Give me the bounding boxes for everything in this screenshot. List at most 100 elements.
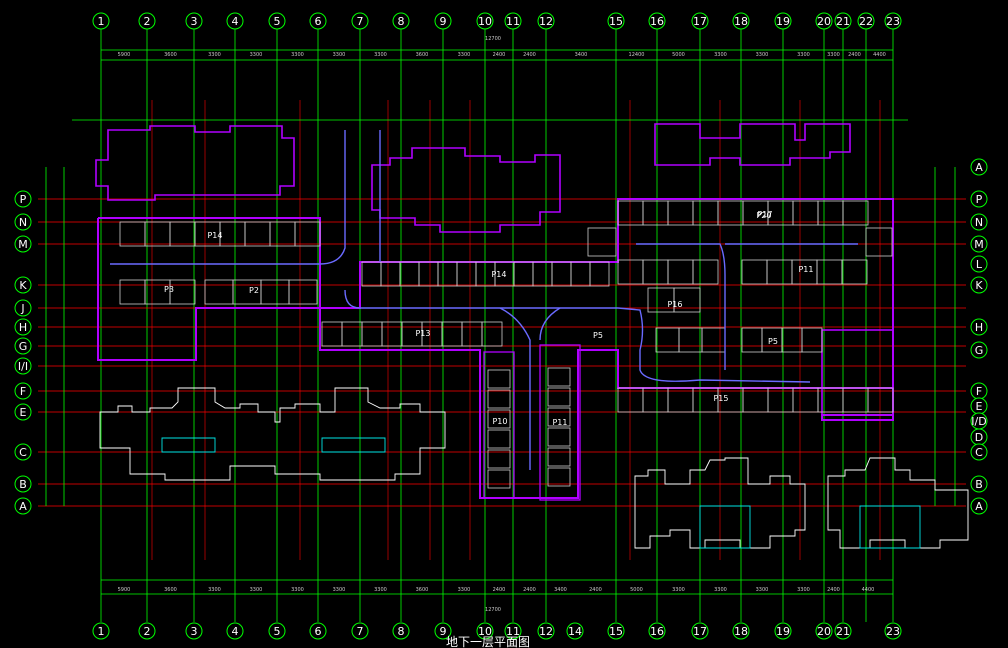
axis-bubble-circle [732, 12, 750, 30]
axis-bubble-label: C [19, 446, 27, 459]
axis-bubble-label: P [20, 193, 27, 206]
axis-bubble-label: 12 [539, 625, 553, 638]
column-axis-bubble: 1 [92, 622, 110, 640]
axis-bubble-circle [14, 276, 32, 294]
axis-bubble-circle [504, 12, 522, 30]
driveway-route [636, 243, 858, 370]
axis-bubble-circle [14, 443, 32, 461]
driveway-route [344, 289, 618, 309]
axis-bubble-circle [14, 357, 32, 375]
axis-bubble-circle [970, 255, 988, 273]
dimension-text-bottom: 2400 [523, 587, 536, 593]
axis-bubble-label: 11 [506, 625, 520, 638]
axis-bubble-circle [691, 12, 709, 30]
axis-bubble-label: 18 [734, 625, 748, 638]
axis-bubble-circle [970, 235, 988, 253]
driveway-route [539, 307, 561, 341]
column-axis-bubble: 18 [732, 12, 750, 30]
axis-bubble-label: 21 [836, 625, 850, 638]
parking-stall [867, 387, 894, 413]
dimension-text-top: 3300 [714, 52, 727, 58]
parking-stall [547, 407, 571, 427]
axis-bubble-label: 4 [232, 15, 239, 28]
parking-stall [816, 259, 843, 285]
row-axis-bubble: N [970, 213, 988, 231]
dimension-text-bottom: 3300 [374, 587, 387, 593]
parking-stall [692, 259, 719, 285]
stair-core-outline [321, 437, 386, 453]
axis-bubble-label: N [975, 216, 983, 229]
axis-bubble-label: 6 [315, 15, 322, 28]
axis-bubble-label: 22 [859, 15, 873, 28]
parking-stall [865, 227, 893, 257]
zone-label: P17 [757, 210, 772, 219]
apartment-core-left [95, 125, 295, 201]
parking-stall [418, 261, 439, 287]
axis-bubble-circle [566, 622, 584, 640]
zone-label: P14 [491, 270, 506, 279]
column-axis-bubble: 10 [476, 622, 494, 640]
axis-bubble-label: 6 [315, 625, 322, 638]
column-axis-bubble: 17 [691, 622, 709, 640]
axis-bubble-circle [226, 12, 244, 30]
axis-bubble-label: 3 [191, 625, 198, 638]
column-axis-bubble: 9 [434, 622, 452, 640]
parking-stall [169, 279, 196, 305]
parking-stall [481, 321, 503, 347]
basement-walls-layer [95, 123, 894, 501]
dimension-text-top: 3300 [374, 52, 387, 58]
driveway-route [499, 307, 531, 470]
zone-label: P5 [593, 331, 603, 340]
axis-bubble-circle [537, 12, 555, 30]
dimension-text-top: 3300 [797, 52, 810, 58]
parking-stall [781, 327, 803, 353]
axis-bubble-label: 7 [357, 625, 364, 638]
row-axis-bubble: I/D [970, 412, 988, 430]
dimension-text-top: 3300 [333, 52, 346, 58]
axis-bubble-label: 2 [144, 15, 151, 28]
parking-stall [381, 321, 403, 347]
column-axis-bubble: 2 [138, 12, 156, 30]
axis-bubble-circle [138, 622, 156, 640]
axis-bubble-label: G [975, 344, 984, 357]
parking-stall [487, 369, 511, 389]
parking-stall [487, 389, 511, 409]
axis-bubble-circle [774, 12, 792, 30]
axis-bubble-circle [268, 622, 286, 640]
column-axis-bubble: 22 [857, 12, 875, 30]
axis-bubble-circle [434, 622, 452, 640]
dimension-text-top: 2400 [523, 52, 536, 58]
dimension-text-top: 3600 [164, 52, 177, 58]
apartment-core-right [654, 123, 851, 166]
axis-bubble-label: 9 [440, 15, 447, 28]
column-axis-bubble: 11 [504, 12, 522, 30]
row-axis-bubble: G [970, 341, 988, 359]
parking-stall [617, 200, 644, 226]
dimension-text-top: 3600 [416, 52, 429, 58]
axis-bubble-label: 9 [440, 625, 447, 638]
dimension-text-bottom: 3300 [333, 587, 346, 593]
zone-label: P16 [667, 300, 682, 309]
axis-bubble-circle [476, 622, 494, 640]
row-axis-bubble: K [970, 276, 988, 294]
axis-bubble-circle [268, 12, 286, 30]
axis-bubble-label: K [19, 279, 27, 292]
axis-bubble-label: 20 [817, 625, 831, 638]
axis-bubble-label: 17 [693, 625, 707, 638]
apartment-core-center [371, 147, 561, 233]
axis-bubble-label: A [975, 500, 983, 513]
zone-label: P11 [552, 418, 567, 427]
dimension-text-top: 3300 [291, 52, 304, 58]
row-axis-bubble: M [14, 235, 32, 253]
axis-bubble-label: 23 [886, 625, 900, 638]
column-axis-bubble: 19 [774, 12, 792, 30]
column-axis-bubble: 4 [226, 622, 244, 640]
axis-bubble-circle [185, 12, 203, 30]
parking-stall [642, 200, 669, 226]
axis-bubble-circle [815, 12, 833, 30]
